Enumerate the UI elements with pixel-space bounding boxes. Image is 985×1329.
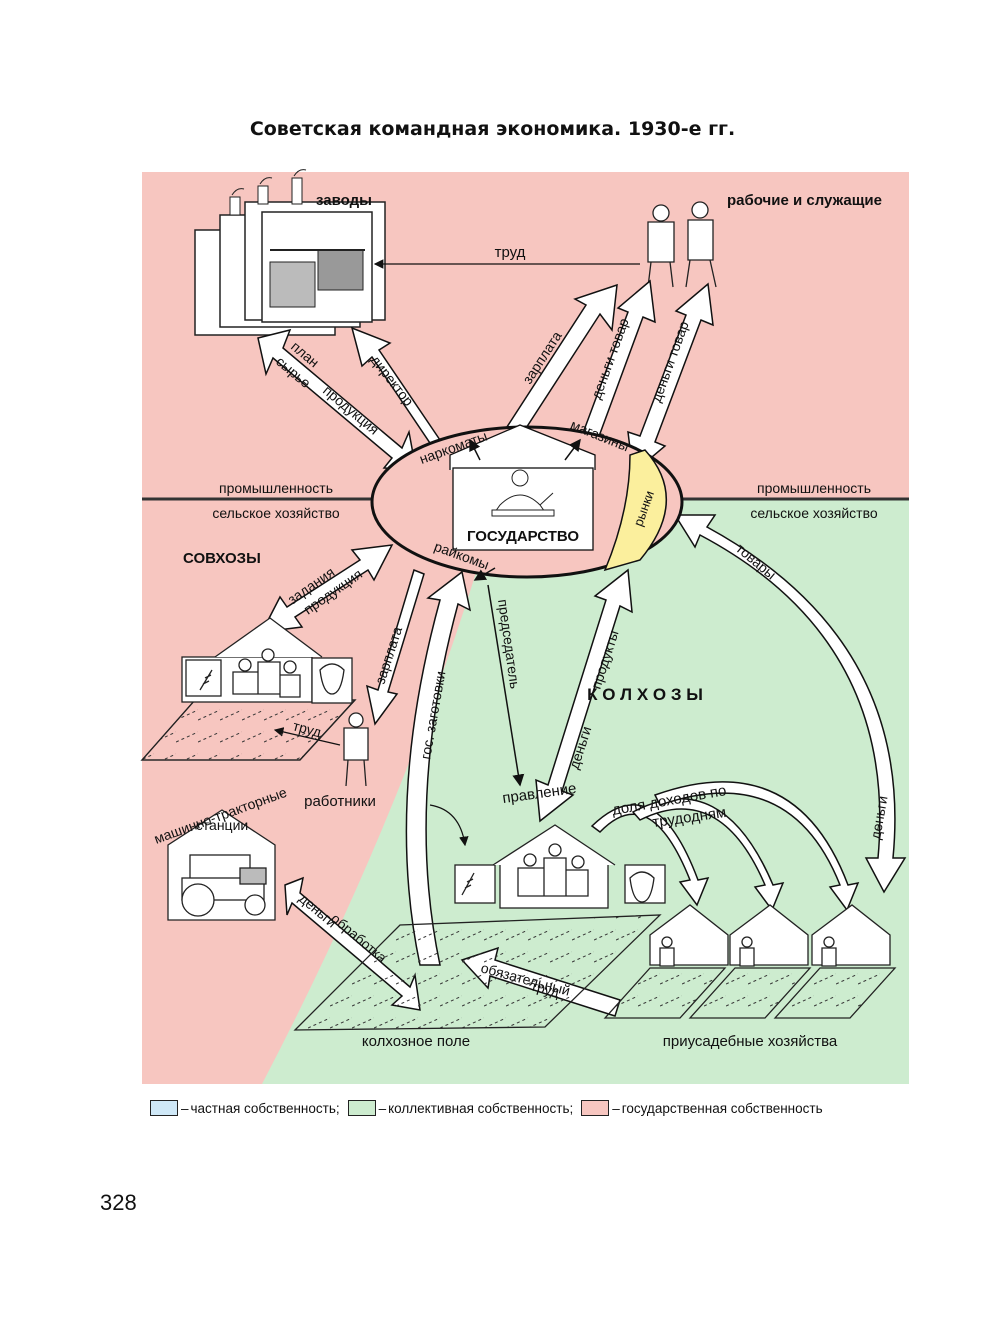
kolkhoz-field-label: колхозное поле (362, 1033, 470, 1050)
legend: – частная собственность; – коллективная … (150, 1097, 831, 1119)
private-swatch (150, 1100, 178, 1116)
household-plots-icon (603, 904, 897, 1019)
kolkhozes-label: К О Л Х О З Ы (587, 685, 703, 704)
legend-collective: – коллективная собственность; (347, 1100, 574, 1116)
agriculture-label-right: сельское хозяйство (750, 505, 878, 521)
chairman-arrow (487, 584, 525, 787)
factories-icon (194, 169, 386, 336)
state-procurement-arrow (405, 570, 472, 966)
legend-private-label: частная собственность; (190, 1100, 340, 1116)
mandatory-labor-label-2: труд (529, 977, 561, 1000)
kolkhoz-field (293, 914, 662, 1031)
mts-label-2: станции (196, 817, 248, 833)
income-share-arrow-3 (653, 781, 860, 912)
factories-label: заводы (316, 192, 372, 209)
board-link-arrow (429, 804, 469, 847)
kolkhoz-board-icon (454, 824, 666, 909)
money-products-arrow (535, 568, 633, 823)
sovkhoz-labor-label: труд (291, 717, 323, 740)
mts-icon (167, 809, 276, 921)
collective-swatch (347, 1100, 376, 1116)
sovkhoz-worker-icon (343, 712, 369, 787)
money-right-label: деньги (867, 794, 890, 840)
sovkhoz-wages-arrow (365, 568, 425, 726)
state-label: ГОСУДАРСТВО (467, 528, 579, 545)
sovkhozes-label: СОВХОЗЫ (183, 550, 261, 567)
agriculture-label-left: сельское хозяйство (212, 505, 340, 521)
workers-label: рабочие и служащие (727, 192, 882, 209)
page-number: 328 (100, 1190, 137, 1215)
state-swatch (581, 1100, 610, 1116)
legend-state-label: государственная собственность (621, 1100, 823, 1116)
sovkhoz-farm-icon (140, 617, 357, 761)
sovkhoz-workers-label: работники (304, 793, 376, 810)
legend-private: – частная собственность; (150, 1100, 340, 1116)
state-center (370, 424, 684, 581)
labor-label-top: труд (495, 244, 526, 261)
legend-state: – государственная собственность (581, 1100, 823, 1116)
household-plots-label: приусадебные хозяйства (663, 1033, 838, 1050)
director-arrow (350, 326, 442, 448)
industry-label-right: промышленность (757, 480, 871, 496)
workers-label-text: рабочие и служащие (727, 192, 882, 209)
goods-money-arrow (673, 514, 907, 894)
page-title: Советская командная экономика. 1930-е гг… (249, 118, 736, 140)
industry-label-left: промышленность (219, 480, 333, 496)
workers-icon (647, 201, 717, 288)
legend-collective-label: коллективная собственность; (388, 1100, 574, 1116)
markets-segment (603, 449, 667, 572)
